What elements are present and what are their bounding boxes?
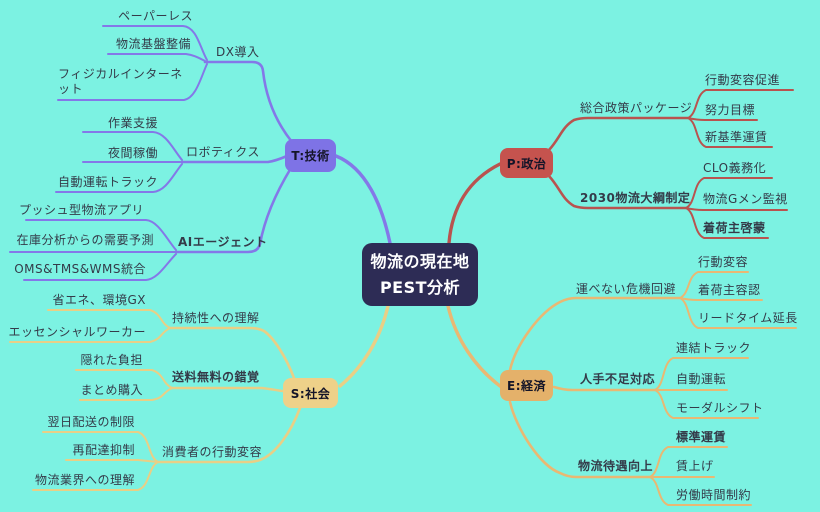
- topic-label-behavior-promo[interactable]: 行動変容促進: [705, 73, 781, 87]
- edge-sustain-shoene: [47, 309, 171, 329]
- topic-label-auto-driving[interactable]: 自動運転: [676, 372, 727, 386]
- edge-robotics-truck: [55, 163, 183, 193]
- central-topic-line1: 物流の現在地: [370, 251, 470, 271]
- branch-node-economy[interactable]: E:経済: [500, 370, 553, 401]
- branch-node-society[interactable]: S:社会: [283, 378, 338, 408]
- edge-crisis-consignee: [679, 297, 763, 301]
- topic-label-redelivery[interactable]: 再配達抑制: [72, 443, 135, 457]
- topic-label-2030-plan[interactable]: 2030物流大綱制定: [580, 191, 691, 205]
- edge-society-freeship: [170, 386, 284, 393]
- edge-sustain-essential: [9, 327, 171, 343]
- topic-label-sustainability[interactable]: 持続性への理解: [172, 311, 260, 325]
- tech-branch-edges: [9, 25, 392, 281]
- topic-label-consignee-accept[interactable]: 着荷主容認: [698, 283, 761, 297]
- edge-tech-dx: [203, 60, 294, 144]
- topic-label-free-shipping-illusion[interactable]: 送料無料の錯覚: [172, 370, 260, 384]
- edge-freeship-hidden: [75, 369, 173, 389]
- topic-label-work-support[interactable]: 作業支援: [107, 116, 158, 130]
- edge-central-economy: [446, 304, 502, 388]
- edge-society-consumer: [156, 406, 302, 464]
- edge-package-effort: [687, 117, 758, 121]
- edge-package-newfare: [687, 117, 773, 148]
- edge-crisis-leadtime: [679, 297, 797, 329]
- politics-branch-edges: [447, 89, 794, 245]
- edge-taiko-clo: [685, 177, 773, 209]
- topic-label-industry-understanding[interactable]: 物流業界への理解: [34, 473, 135, 487]
- topic-label-crisis-avoidance[interactable]: 運べない危機回避: [576, 282, 677, 296]
- edge-society-sustain: [168, 326, 296, 380]
- edge-politics-taiko: [547, 174, 688, 210]
- topic-label-consumer-behavior[interactable]: 消費者の行動変容: [162, 445, 263, 459]
- edge-tech-robotics: [180, 154, 289, 164]
- edge-treatment-hours: [649, 476, 752, 506]
- topic-label-behavior-change[interactable]: 行動変容: [698, 255, 749, 269]
- topic-label-gmen[interactable]: 物流Gメン監視: [703, 192, 788, 206]
- edge-consumer-industry: [32, 461, 159, 491]
- topic-label-push-app[interactable]: プッシュ型物流アプリ: [18, 203, 144, 217]
- edge-treatment-fare: [649, 446, 728, 478]
- edge-consumer-redelivery: [65, 459, 159, 463]
- edge-freeship-bulk: [79, 387, 173, 401]
- topic-label-infra[interactable]: 物流基盤整備: [115, 37, 191, 51]
- branch-node-tech[interactable]: T:技術: [285, 139, 336, 172]
- topic-label-policy-package[interactable]: 総合政策パッケージ: [580, 101, 693, 115]
- central-topic-line2: PEST分析: [379, 277, 461, 297]
- edge-dx-paperless: [102, 25, 208, 61]
- topic-label-bulk-buy[interactable]: まとめ購入: [80, 383, 143, 397]
- topic-label-wage-raise[interactable]: 賃上げ: [676, 459, 714, 473]
- edge-central-politics: [447, 162, 502, 245]
- edge-robotics-work: [82, 131, 183, 161]
- topic-label-modal-shift[interactable]: モーダルシフト: [676, 401, 764, 415]
- edge-dx-physical: [57, 63, 208, 101]
- topic-label-ai-agent[interactable]: AIエージェント: [178, 235, 268, 249]
- edge-economy-labor: [552, 385, 657, 392]
- topic-label-nextday-limit[interactable]: 翌日配送の制限: [47, 415, 135, 429]
- topic-label-night-ops[interactable]: 夜間稼働: [107, 146, 158, 160]
- edge-taiko-gmen: [685, 207, 788, 211]
- edge-politics-package: [547, 116, 690, 152]
- branch-node-politics[interactable]: P:政治: [500, 148, 553, 178]
- edge-consumer-nextday: [42, 431, 159, 463]
- edge-ai-push: [25, 219, 177, 251]
- edge-package-promo: [687, 89, 794, 119]
- topic-label-demand-forecast[interactable]: 在庫分析からの需要予測: [16, 233, 154, 247]
- topic-label-treatment-up[interactable]: 物流待遇向上: [578, 459, 654, 473]
- economy-branch-edges: [446, 271, 797, 506]
- topic-label-energy-gx[interactable]: 省エネ、環境GX: [52, 293, 146, 307]
- topic-label-effort-goal[interactable]: 努力目標: [705, 103, 756, 117]
- topic-label-working-hours[interactable]: 労働時間制約: [676, 488, 752, 502]
- topic-label-physical-internet[interactable]: フィジカルインターネット: [58, 67, 183, 96]
- topic-label-dx[interactable]: DX導入: [216, 45, 260, 59]
- topic-label-new-fare[interactable]: 新基準運賃: [705, 130, 768, 144]
- society-branch-edges: [9, 304, 390, 491]
- edge-dx-infra: [107, 53, 206, 62]
- topic-label-essential-worker[interactable]: エッセンシャルワーカー: [8, 325, 146, 339]
- edge-taiko-keimo: [685, 207, 769, 239]
- edge-central-society: [338, 304, 390, 388]
- central-topic[interactable]: 物流の現在地 PEST分析: [362, 243, 478, 306]
- edge-labor-modal: [654, 389, 759, 419]
- edge-tech-ai: [174, 166, 293, 254]
- topic-label-leadtime[interactable]: リードタイム延長: [698, 311, 798, 325]
- edge-labor-truck: [654, 357, 749, 391]
- topic-label-standard-fare[interactable]: 標準運賃: [676, 430, 727, 444]
- topic-label-clo[interactable]: CLO義務化: [703, 161, 767, 175]
- topic-label-auto-truck[interactable]: 自動運転トラック: [57, 175, 158, 189]
- topic-label-paperless[interactable]: ペーパーレス: [118, 9, 193, 23]
- edge-economy-crisis: [508, 296, 682, 372]
- topic-label-double-truck[interactable]: 連結トラック: [676, 341, 752, 355]
- edge-ai-oms: [23, 253, 177, 281]
- topic-label-robotics[interactable]: ロボティクス: [186, 145, 260, 159]
- topic-label-oms-tms-wms[interactable]: OMS&TMS&WMS統合: [14, 262, 146, 276]
- edge-crisis-behavior: [679, 271, 749, 299]
- topic-label-consignee-edu[interactable]: 着荷主啓蒙: [703, 221, 766, 235]
- edge-central-tech: [334, 154, 392, 245]
- edge-economy-treatment: [508, 400, 652, 479]
- topic-label-labor-shortage[interactable]: 人手不足対応: [580, 372, 656, 386]
- topic-label-hidden-burden[interactable]: 隠れた負担: [80, 353, 143, 367]
